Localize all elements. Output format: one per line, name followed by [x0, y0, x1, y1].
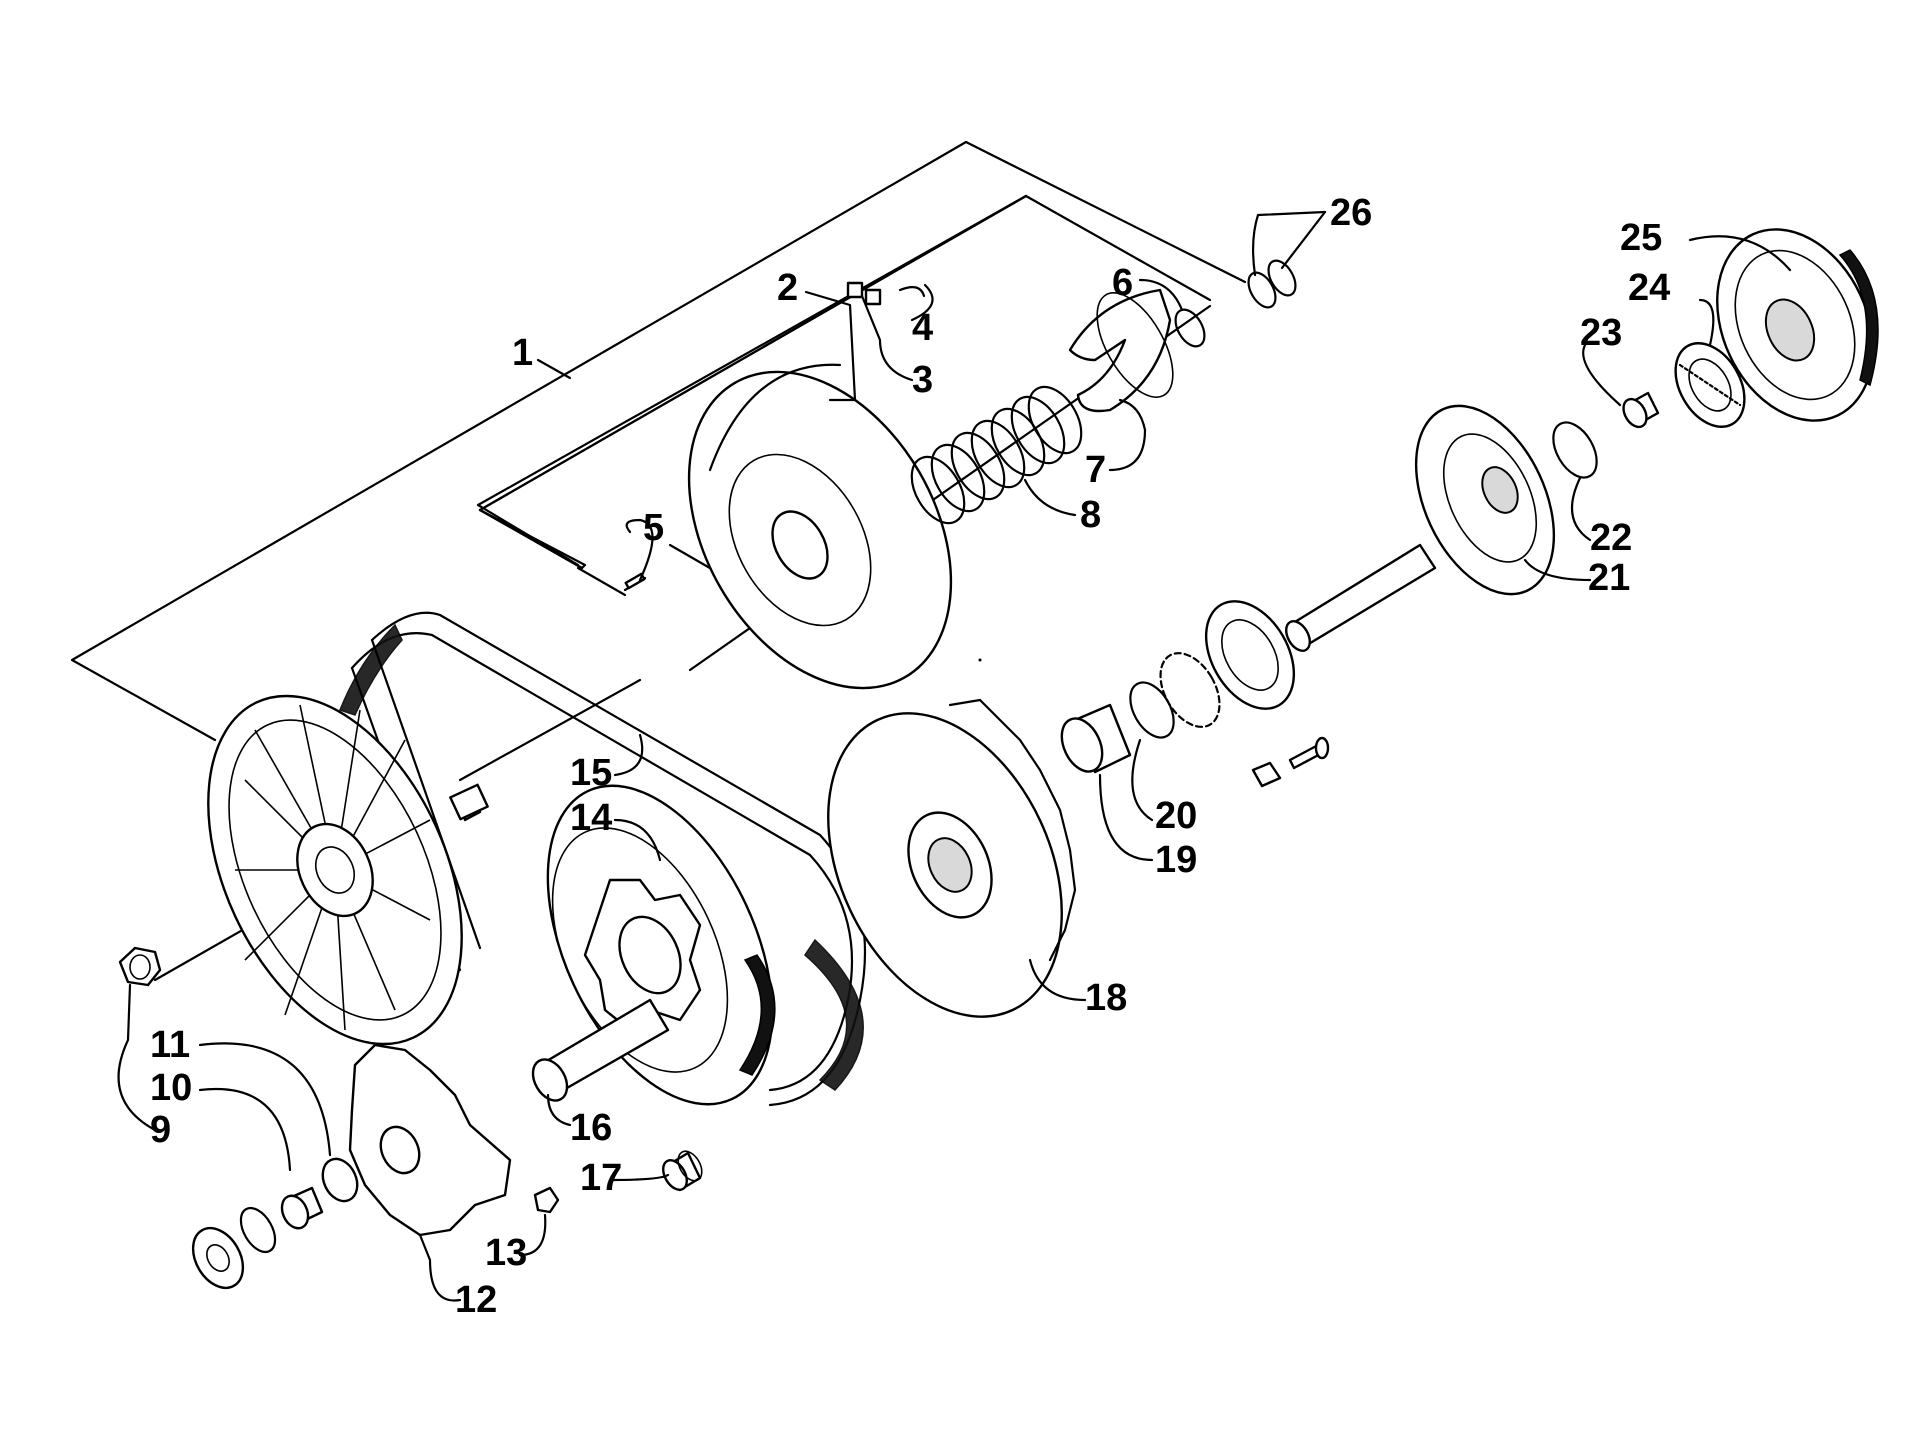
sub-bracket	[476, 194, 1028, 597]
callout-9: 9	[150, 1109, 171, 1151]
centrifugal-clutch	[1716, 228, 1879, 422]
stray-dot	[978, 658, 982, 662]
callout-6: 6	[1112, 262, 1133, 304]
drive-belt	[339, 611, 866, 1107]
leader-lines	[117, 210, 1792, 1302]
spacer-19	[1060, 703, 1132, 774]
ring-22	[1552, 421, 1598, 479]
bolt-washer	[1251, 736, 1330, 788]
callout-12: 12	[455, 1279, 497, 1321]
callout-14: 14	[570, 797, 612, 839]
rings-26	[1247, 259, 1297, 309]
callout-22: 22	[1590, 517, 1632, 559]
movable-sheave	[687, 363, 953, 690]
driven-pulley	[827, 698, 1077, 1018]
callout-8: 8	[1080, 494, 1101, 536]
fixed-sheave	[207, 694, 489, 1046]
callout-23: 23	[1580, 312, 1622, 354]
callout-24: 24	[1628, 267, 1670, 309]
bearing-lower-left	[191, 1206, 277, 1290]
callout-3: 3	[912, 359, 933, 401]
pin-part	[623, 572, 647, 592]
callout-21: 21	[1588, 557, 1630, 599]
callout-4: 4	[912, 307, 933, 349]
callout-labels: 1 2 3 4 5 6 7 8 9 10 11 12 13 14 15 16 1…	[150, 192, 1670, 1321]
collar-23	[1622, 391, 1660, 429]
snap-ring-6	[1174, 308, 1206, 348]
callout-17: 17	[580, 1157, 622, 1199]
callout-16: 16	[570, 1107, 612, 1149]
spring-part	[910, 385, 1083, 525]
callout-2: 2	[777, 267, 798, 309]
callout-10: 10	[150, 1067, 192, 1109]
cover-part	[348, 1043, 512, 1237]
washer-collar	[280, 1157, 359, 1230]
spider-assembly	[546, 784, 776, 1106]
driven-shaft-line	[458, 678, 642, 782]
one-way-bearing	[1674, 342, 1746, 428]
callout-13: 13	[485, 1232, 527, 1274]
bearing-part	[1159, 600, 1296, 728]
callout-7: 7	[1085, 449, 1106, 491]
clip-part	[846, 281, 926, 306]
assembly-bracket-1	[70, 140, 1247, 742]
shaft-part	[531, 998, 670, 1102]
callout-26: 26	[1330, 192, 1372, 234]
callout-20: 20	[1155, 795, 1197, 837]
nut-part	[118, 946, 162, 987]
callout-25: 25	[1620, 217, 1662, 259]
callout-15: 15	[570, 752, 612, 794]
cam-part	[1068, 288, 1174, 413]
callout-5: 5	[643, 507, 664, 549]
callout-18: 18	[1085, 977, 1127, 1019]
callout-1: 1	[512, 332, 533, 374]
bushing-part	[662, 1150, 703, 1192]
clip-13	[533, 1186, 560, 1214]
clutch-housing	[1285, 404, 1556, 652]
callout-19: 19	[1155, 839, 1197, 881]
callout-11: 11	[150, 1024, 190, 1066]
